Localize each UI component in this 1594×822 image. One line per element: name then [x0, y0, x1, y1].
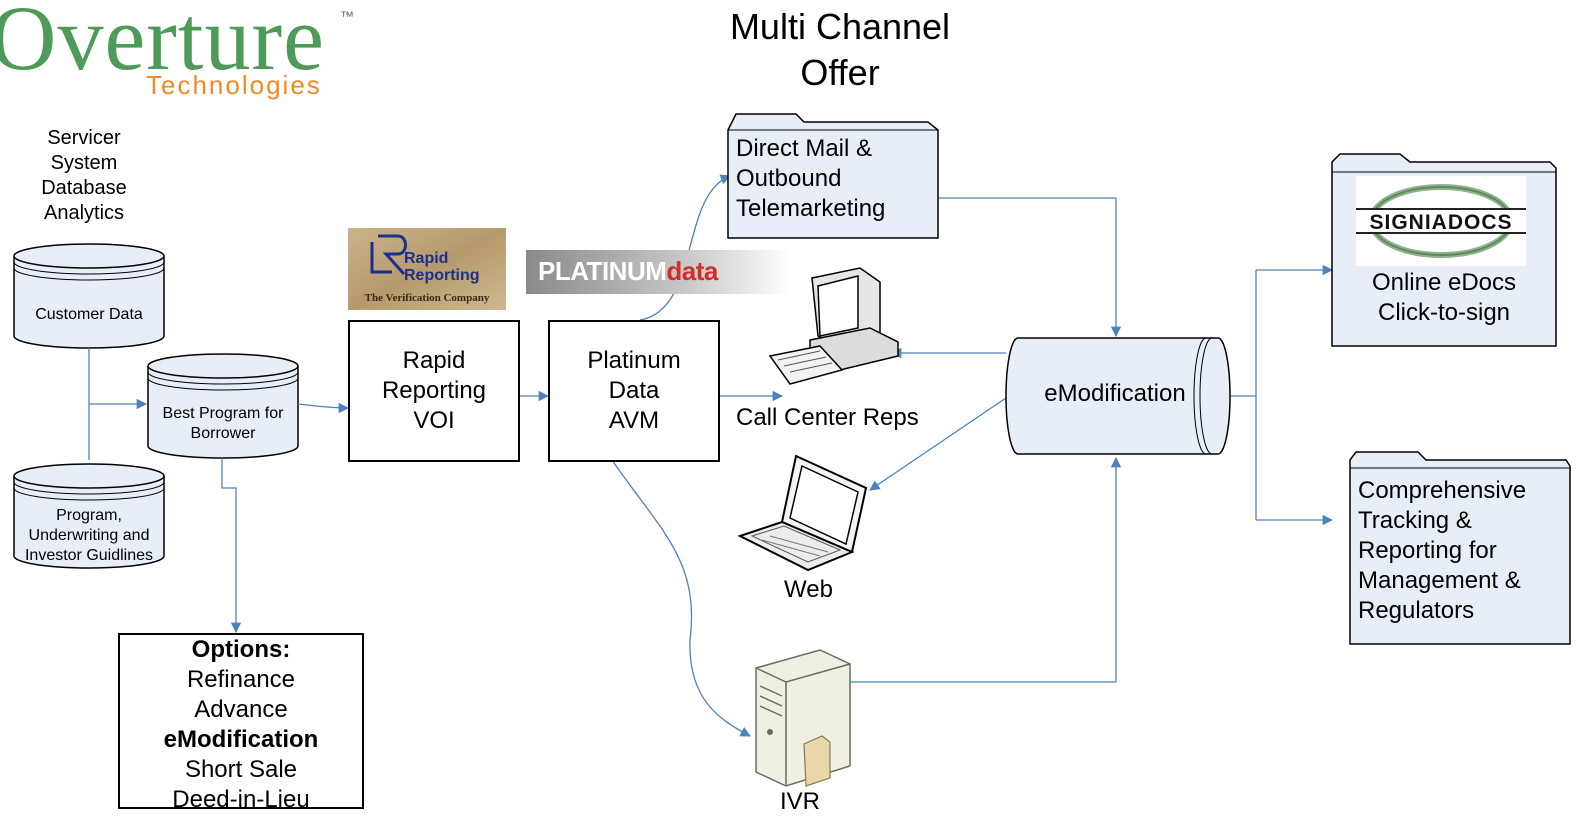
voi-line: Rapid: [402, 347, 466, 374]
tracking-line: Management &: [1358, 567, 1521, 594]
server-icon: [755, 649, 851, 787]
best-program-label: Best Program for Borrower: [148, 404, 298, 444]
signiadocs-logo-text: SIGNIADOCS: [1369, 211, 1513, 234]
platinum-logo-part: PLATINUM: [538, 256, 667, 286]
best-program-line: Best Program for: [162, 405, 284, 422]
avm-line: Data: [608, 377, 660, 404]
edocs-line: Online eDocs: [1371, 269, 1517, 296]
title-line-1: Multi Channel: [729, 6, 951, 47]
option-item: Deed-in-Lieu: [172, 786, 310, 813]
options-box: Options: Refinance Advance eModification…: [118, 633, 364, 813]
laptop-icon: [737, 454, 868, 572]
guidelines-line: Investor Guidlines: [24, 547, 154, 564]
edocs-line: Click-to-sign: [1377, 299, 1511, 326]
servicer-line: System: [50, 152, 118, 174]
options-header: Options:: [191, 636, 291, 663]
customer-data-cylinder: [13, 243, 165, 349]
platinum-data-avm-box: Platinum Data AVM: [548, 320, 720, 462]
platinum-data-logo-text: PLATINUMdata: [538, 256, 718, 287]
rapid-logo-line: Reporting: [404, 267, 480, 284]
direct-mail-folder: [727, 113, 939, 239]
call-center-label: Call Center Reps: [736, 404, 919, 431]
rapid-reporting-mark: [370, 234, 407, 276]
direct-mail-line: Telemarketing: [736, 195, 886, 222]
direct-mail-label: Direct Mail & Outbound Telemarketing: [736, 134, 885, 224]
emodification-cylinder: [1005, 337, 1231, 455]
rapid-logo-line: Rapid: [404, 250, 449, 267]
web-label: Web: [784, 576, 833, 603]
direct-mail-line: Outbound: [736, 165, 842, 192]
servicer-label: Servicer System Database Analytics: [14, 126, 154, 226]
trademark-symbol: ™: [340, 8, 354, 24]
guidelines-cylinder: [13, 463, 165, 569]
title-line-2: Offer: [800, 52, 880, 93]
platinum-logo-part: data: [666, 256, 718, 286]
signiadocs-logo: [1356, 176, 1526, 266]
rapid-reporting-tagline: The Verification Company: [364, 292, 490, 304]
option-item: Refinance: [186, 666, 296, 693]
best-program-cylinder: [147, 353, 299, 459]
overture-logo: Overture: [0, 0, 325, 89]
platinum-data-logo-bg: [526, 250, 792, 294]
rapid-reporting-logo-bg: [348, 228, 506, 310]
tracking-folder: [1349, 451, 1571, 645]
option-item: eModification: [163, 726, 319, 753]
guidelines-line: Underwriting and: [28, 527, 150, 544]
tracking-line: Reporting for: [1358, 537, 1497, 564]
tracking-line: Comprehensive: [1358, 477, 1527, 504]
option-item: Advance: [194, 696, 288, 723]
tracking-line: Regulators: [1358, 597, 1475, 624]
servicer-line: Database: [41, 177, 127, 199]
option-item: Short Sale: [184, 756, 298, 783]
avm-line: Platinum: [587, 347, 681, 374]
connectors: [88, 174, 1334, 737]
servicer-line: Analytics: [43, 202, 125, 224]
customer-data-label: Customer Data: [35, 306, 143, 323]
voi-line: Reporting: [381, 377, 487, 404]
ivr-label: IVR: [780, 788, 821, 815]
guidelines-label: Program, Underwriting and Investor Guidl…: [14, 506, 164, 566]
emodification-label: eModification: [1044, 380, 1186, 407]
overture-logo-subtitle: Technologies: [146, 70, 322, 100]
rapid-reporting-voi-box: Rapid Reporting VOI: [348, 320, 520, 462]
voi-line: VOI: [413, 407, 455, 434]
direct-mail-line: Direct Mail &: [736, 135, 873, 162]
best-program-line: Borrower: [190, 425, 256, 442]
avm-line: AVM: [608, 407, 660, 434]
servicer-line: Servicer: [47, 127, 121, 149]
guidelines-line: Program,: [56, 507, 122, 524]
tracking-label: Comprehensive Tracking & Reporting for M…: [1358, 476, 1526, 626]
edocs-label: Online eDocs Click-to-sign: [1334, 268, 1554, 328]
tracking-line: Tracking &: [1358, 507, 1472, 534]
rapid-reporting-logo-text: Rapid Reporting: [404, 250, 480, 284]
diagram-title: Multi Channel Offer: [700, 4, 980, 96]
desktop-computer-icon: [768, 267, 899, 385]
